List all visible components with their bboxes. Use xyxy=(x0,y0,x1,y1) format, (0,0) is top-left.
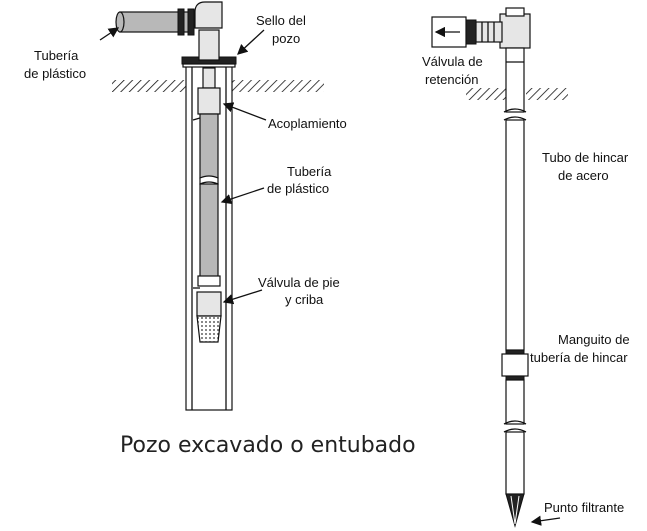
dug-well-drawing xyxy=(112,1,324,411)
nipple xyxy=(475,21,503,43)
ground-left-a xyxy=(112,80,186,92)
inner-pipe-segment-1 xyxy=(199,113,219,179)
inner-pipe-top xyxy=(202,67,216,89)
ground-right-b xyxy=(526,88,568,100)
label-coupling: Acoplamiento xyxy=(268,116,347,131)
well-point xyxy=(505,493,525,528)
riser-pipe xyxy=(198,29,220,61)
leader-well-point xyxy=(530,515,561,526)
label-drive-coupling-1: Manguito de xyxy=(558,332,630,347)
elbow xyxy=(194,1,223,29)
coupling-upper xyxy=(197,87,221,115)
drive-pipe-lower xyxy=(505,379,525,425)
label-plastic-pipe-mid-1: Tubería xyxy=(287,164,332,179)
driven-well-drawing xyxy=(431,7,568,528)
drive-coupling xyxy=(501,353,529,377)
strainer xyxy=(196,315,222,343)
label-plastic-pipe-top-1: Tubería xyxy=(34,48,79,63)
label-foot-valve-2: y criba xyxy=(285,292,324,307)
label-check-valve-1: Válvula de xyxy=(422,54,483,69)
inner-pipe-segment-2 xyxy=(199,183,219,281)
tee-fitting xyxy=(499,13,531,49)
label-drive-pipe-1: Tubo de hincar xyxy=(542,150,629,165)
leader-well-seal xyxy=(237,29,265,55)
label-check-valve-2: retención xyxy=(425,72,478,87)
leader-plastic-pipe-mid xyxy=(220,187,265,205)
drive-pipe-body xyxy=(505,119,525,351)
label-plastic-pipe-top-2: de plástico xyxy=(24,66,86,81)
drive-pipe-upper xyxy=(505,47,525,113)
label-drive-pipe-2: de acero xyxy=(558,168,609,183)
label-foot-valve-1: Válvula de pie xyxy=(258,275,340,290)
caption: Pozo excavado o entubado xyxy=(120,433,416,458)
label-well-point: Punto filtrante xyxy=(544,500,624,515)
label-plastic-pipe-mid-2: de plástico xyxy=(267,181,329,196)
ground-left-b xyxy=(232,80,324,92)
leader-foot-valve xyxy=(222,289,263,305)
leader-plastic-pipe-top xyxy=(99,27,120,41)
drive-pipe-tip xyxy=(505,431,525,495)
label-well-seal-1: Sello del xyxy=(256,13,306,28)
ground-right-a xyxy=(466,88,506,100)
leader-coupling xyxy=(222,102,267,121)
label-drive-coupling-2: tubería de hincar xyxy=(530,350,628,365)
foot-valve xyxy=(196,291,222,317)
label-well-seal-2: pozo xyxy=(272,31,300,46)
